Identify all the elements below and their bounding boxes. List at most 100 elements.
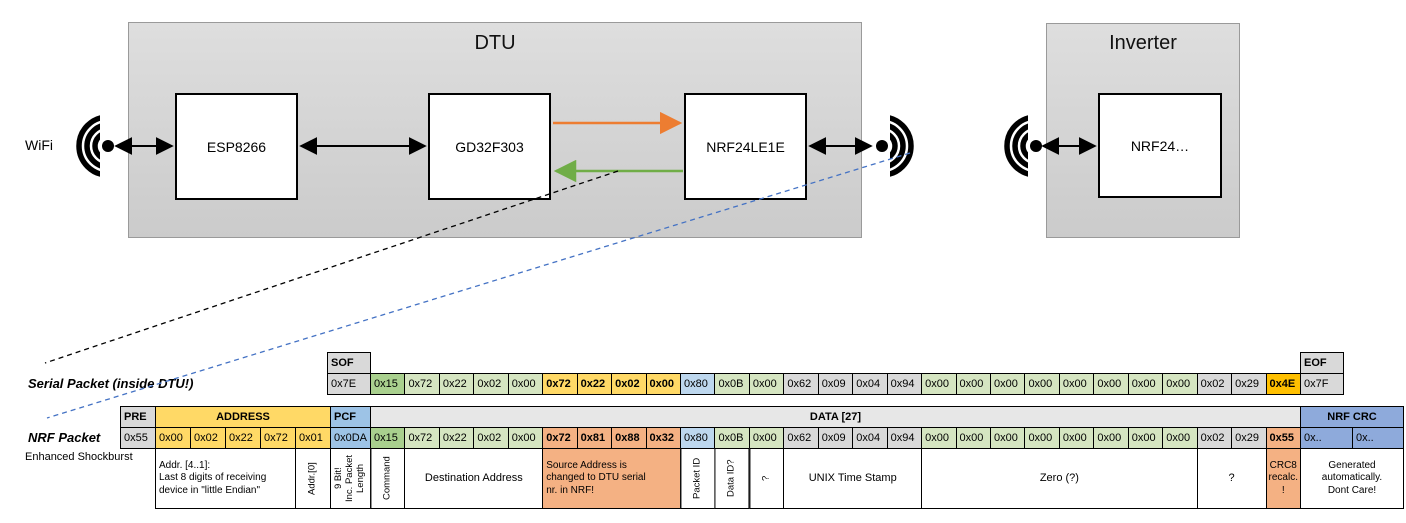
nrf-packet-label: NRF Packet — [28, 430, 101, 445]
serial-byte-cell: 0x00 — [955, 373, 991, 395]
serial-sof-value: 0x7E — [327, 373, 371, 395]
nrf-byte-cell: 0x00 — [1058, 427, 1095, 449]
nrf-byte-cell: 0x94 — [886, 427, 923, 449]
annotation-crc8: CRC8 recalc. ! — [1265, 448, 1301, 509]
annotation-pcf: 9 Bit! Inc. Packet Length — [330, 448, 371, 509]
nrf-byte-cell: 0x0B — [714, 427, 750, 449]
serial-byte-cell: 0x00 — [990, 373, 1026, 395]
serial-eof-value: 0x7F — [1300, 373, 1344, 395]
nrf-byte-cell: 0x04 — [852, 427, 888, 449]
nrf-byte-cell: 0x72 — [404, 427, 440, 449]
nrf-data-header: DATA [27] — [370, 406, 1301, 428]
serial-byte-cell: 0x94 — [886, 373, 923, 395]
annotation-generated: Generated automatically. Dont Care! — [1300, 448, 1404, 509]
nrf24le1e-box: NRF24LE1E — [684, 93, 807, 200]
nrf-byte-cell: 0x29 — [1231, 427, 1267, 449]
serial-byte-cell: 0x00 — [1162, 373, 1198, 395]
annotation-unix: UNIX Time Stamp — [783, 448, 923, 509]
nrf-byte-cell: 0x55 — [1265, 427, 1301, 449]
serial-byte-cell: 0x29 — [1231, 373, 1267, 395]
annotation-packet-id: Packet ID — [680, 448, 716, 509]
serial-byte-cell: 0x22 — [438, 373, 475, 395]
serial-byte-cell: 0x04 — [852, 373, 888, 395]
annotation-q1: ? — [748, 448, 785, 509]
serial-byte-cell: 0x00 — [1058, 373, 1095, 395]
nrf24le1e-label: NRF24LE1E — [706, 138, 785, 155]
nrf-byte-cell: 0x22 — [438, 427, 475, 449]
nrf-byte-cell: 0x00 — [1127, 427, 1164, 449]
annotation-addr41: Addr. [4..1]: Last 8 digits of receiving… — [155, 448, 296, 509]
serial-sof-header: SOF — [327, 352, 371, 374]
nrf-byte-cell: 0x00 — [1093, 427, 1129, 449]
serial-byte-cell: 0x72 — [404, 373, 440, 395]
nrf-byte-cell: 0x02 — [1196, 427, 1233, 449]
annotation-dest: Destination Address — [404, 448, 544, 509]
dtu-title: DTU — [474, 32, 516, 54]
nrf-address-byte: 0x02 — [190, 427, 226, 449]
inverter-title: Inverter — [1109, 32, 1177, 54]
serial-byte-cell: 0x02 — [1196, 373, 1233, 395]
nrf-address-header: ADDRESS — [155, 406, 331, 428]
serial-byte-cell: 0x00 — [748, 373, 785, 395]
nrf-address-byte: 0x00 — [155, 427, 191, 449]
nrf-byte-cell: 0x02 — [473, 427, 509, 449]
nrf-byte-cell: 0x15 — [370, 427, 406, 449]
nrf-pre-value: 0x55 — [120, 427, 156, 449]
annotation-addr0: Addr.[0] — [295, 448, 331, 509]
serial-byte-cell: 0x4E — [1265, 373, 1301, 395]
annotation-q2: ? — [1196, 448, 1267, 509]
nrf-byte-cell: 0x62 — [783, 427, 819, 449]
gd32f303-box: GD32F303 — [428, 93, 551, 200]
serial-byte-cell: 0x00 — [507, 373, 544, 395]
nrf-address-byte: 0x22 — [225, 427, 261, 449]
nrf-byte-cell: 0x00 — [955, 427, 991, 449]
nrf-byte-cell: 0x80 — [680, 427, 716, 449]
wifi-label: WiFi — [25, 137, 53, 153]
nrf-pcf-header: PCF — [330, 406, 371, 428]
nrf-pcf-value: 0x0DA — [330, 427, 371, 449]
nrf-address-byte: 0x72 — [260, 427, 296, 449]
nrf-byte-cell: 0x00 — [1162, 427, 1198, 449]
nrf-byte-cell: 0x00 — [1024, 427, 1060, 449]
serial-byte-cell: 0x80 — [680, 373, 716, 395]
nrf-address-byte: 0x01 — [295, 427, 331, 449]
serial-byte-cell: 0x15 — [370, 373, 406, 395]
nrf-byte-cell: 0x00 — [748, 427, 785, 449]
serial-byte-cell: 0x09 — [817, 373, 854, 395]
nrf-byte-cell: 0x88 — [611, 427, 647, 449]
inverter-nrf24-box: NRF24… — [1098, 93, 1222, 198]
serial-byte-cell: 0x0B — [714, 373, 750, 395]
esp8266-label: ESP8266 — [206, 138, 267, 155]
nrf-byte-cell: 0x00 — [507, 427, 544, 449]
serial-byte-cell: 0x00 — [1127, 373, 1164, 395]
nrf-byte-cell: 0x00 — [990, 427, 1026, 449]
serial-byte-cell: 0x00 — [1093, 373, 1129, 395]
serial-byte-cell: 0x00 — [1024, 373, 1060, 395]
serial-byte-cell: 0x02 — [611, 373, 647, 395]
nrf-byte-cell: 0x32 — [645, 427, 681, 449]
serial-eof-header: EOF — [1300, 352, 1344, 374]
annotation-zero: Zero (?) — [921, 448, 1198, 509]
serial-byte-cell: 0x00 — [645, 373, 681, 395]
serial-packet-label: Serial Packet (inside DTU!) — [28, 376, 194, 391]
nrf-crc-byte: 0x.. — [1300, 427, 1353, 449]
serial-byte-cell: 0x00 — [921, 373, 957, 395]
gd32f303-label: GD32F303 — [455, 138, 524, 155]
nrf-pre-header: PRE — [120, 406, 156, 428]
nrf-crc-byte: 0x.. — [1352, 427, 1404, 449]
annotation-command: Command — [370, 448, 406, 509]
enhanced-shockburst-label: Enhanced Shockburst — [25, 451, 133, 463]
serial-byte-cell: 0x02 — [473, 373, 509, 395]
esp8266-box: ESP8266 — [175, 93, 298, 200]
inverter-nrf24-label: NRF24… — [1130, 137, 1190, 154]
serial-byte-cell: 0x22 — [576, 373, 613, 395]
nrf-crc-header: NRF CRC — [1300, 406, 1404, 428]
nrf-byte-cell: 0x09 — [817, 427, 854, 449]
annotation-source: Source Address is changed to DTU serial … — [542, 448, 681, 509]
nrf-byte-cell: 0x72 — [542, 427, 578, 449]
nrf-byte-cell: 0x81 — [576, 427, 613, 449]
nrf-byte-cell: 0x00 — [921, 427, 957, 449]
serial-byte-cell: 0x72 — [542, 373, 578, 395]
serial-byte-cell: 0x62 — [783, 373, 819, 395]
